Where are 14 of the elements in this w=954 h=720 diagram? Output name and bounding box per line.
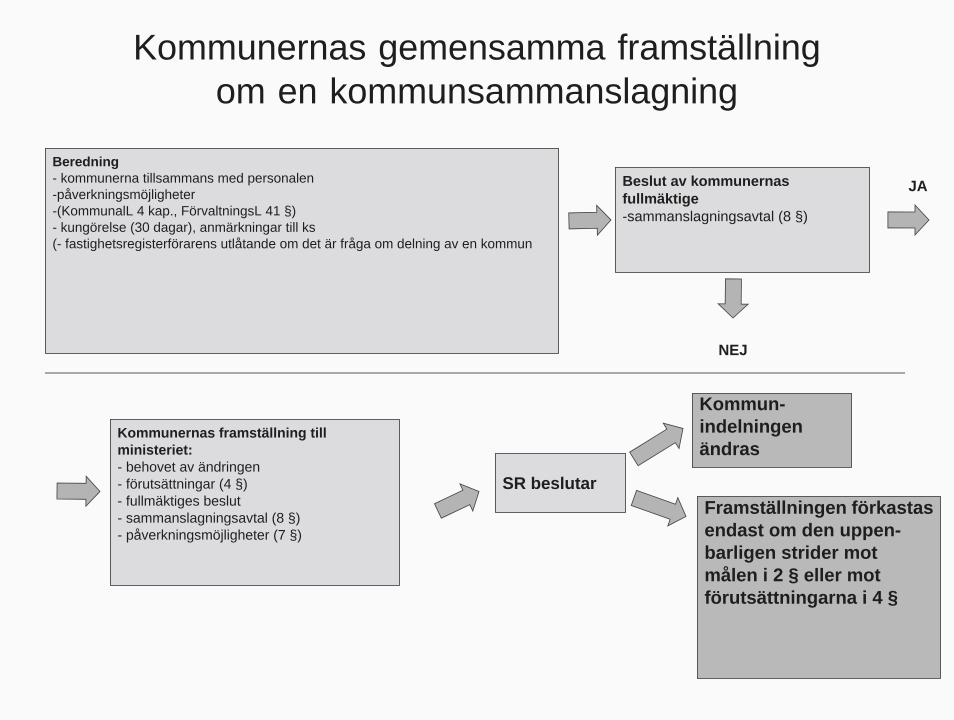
block-arrow	[717, 278, 750, 319]
process-box: Kommunernas framställning till ministeriet: - behovet av ändringen - förutsättningar (4 §) - fullmäktiges beslut - sammanslagningsavtal (8 §) - påverkningsmöjligheter (7 §)	[110, 419, 400, 586]
process-box: Beslut av kommunernas fullmäktige -sammanslagningsavtal (8 §)	[615, 167, 870, 273]
block-arrow	[629, 422, 684, 466]
edge-label: JA	[908, 180, 928, 192]
title: Kommunernas gemensamma framställning om en kommunsammanslagning	[136, 34, 818, 111]
block-arrow	[568, 204, 612, 236]
process-box: Kommun- indelningen ändras	[692, 393, 852, 468]
block-arrow	[888, 204, 930, 236]
process-box: Beredning - kommunerna tillsammans med personalen -påverkningsmöjligheter -(KommunalL 4 kap., FörvaltningsL 41 §) - kungörelse (30 dagar), anmärkningar till ks (- fastighetsregisterförarens utlåtande om det är fråga om delning av en kommun	[45, 148, 559, 354]
edge-label: NEJ	[719, 344, 746, 356]
block-arrow	[56, 475, 101, 508]
process-box: Framställningen förkastas endast om den uppen- barligen strider mot målen i 2 § eller mot förutsättningarna i 4 §	[697, 496, 941, 679]
process-box: SR beslutar	[495, 453, 626, 513]
